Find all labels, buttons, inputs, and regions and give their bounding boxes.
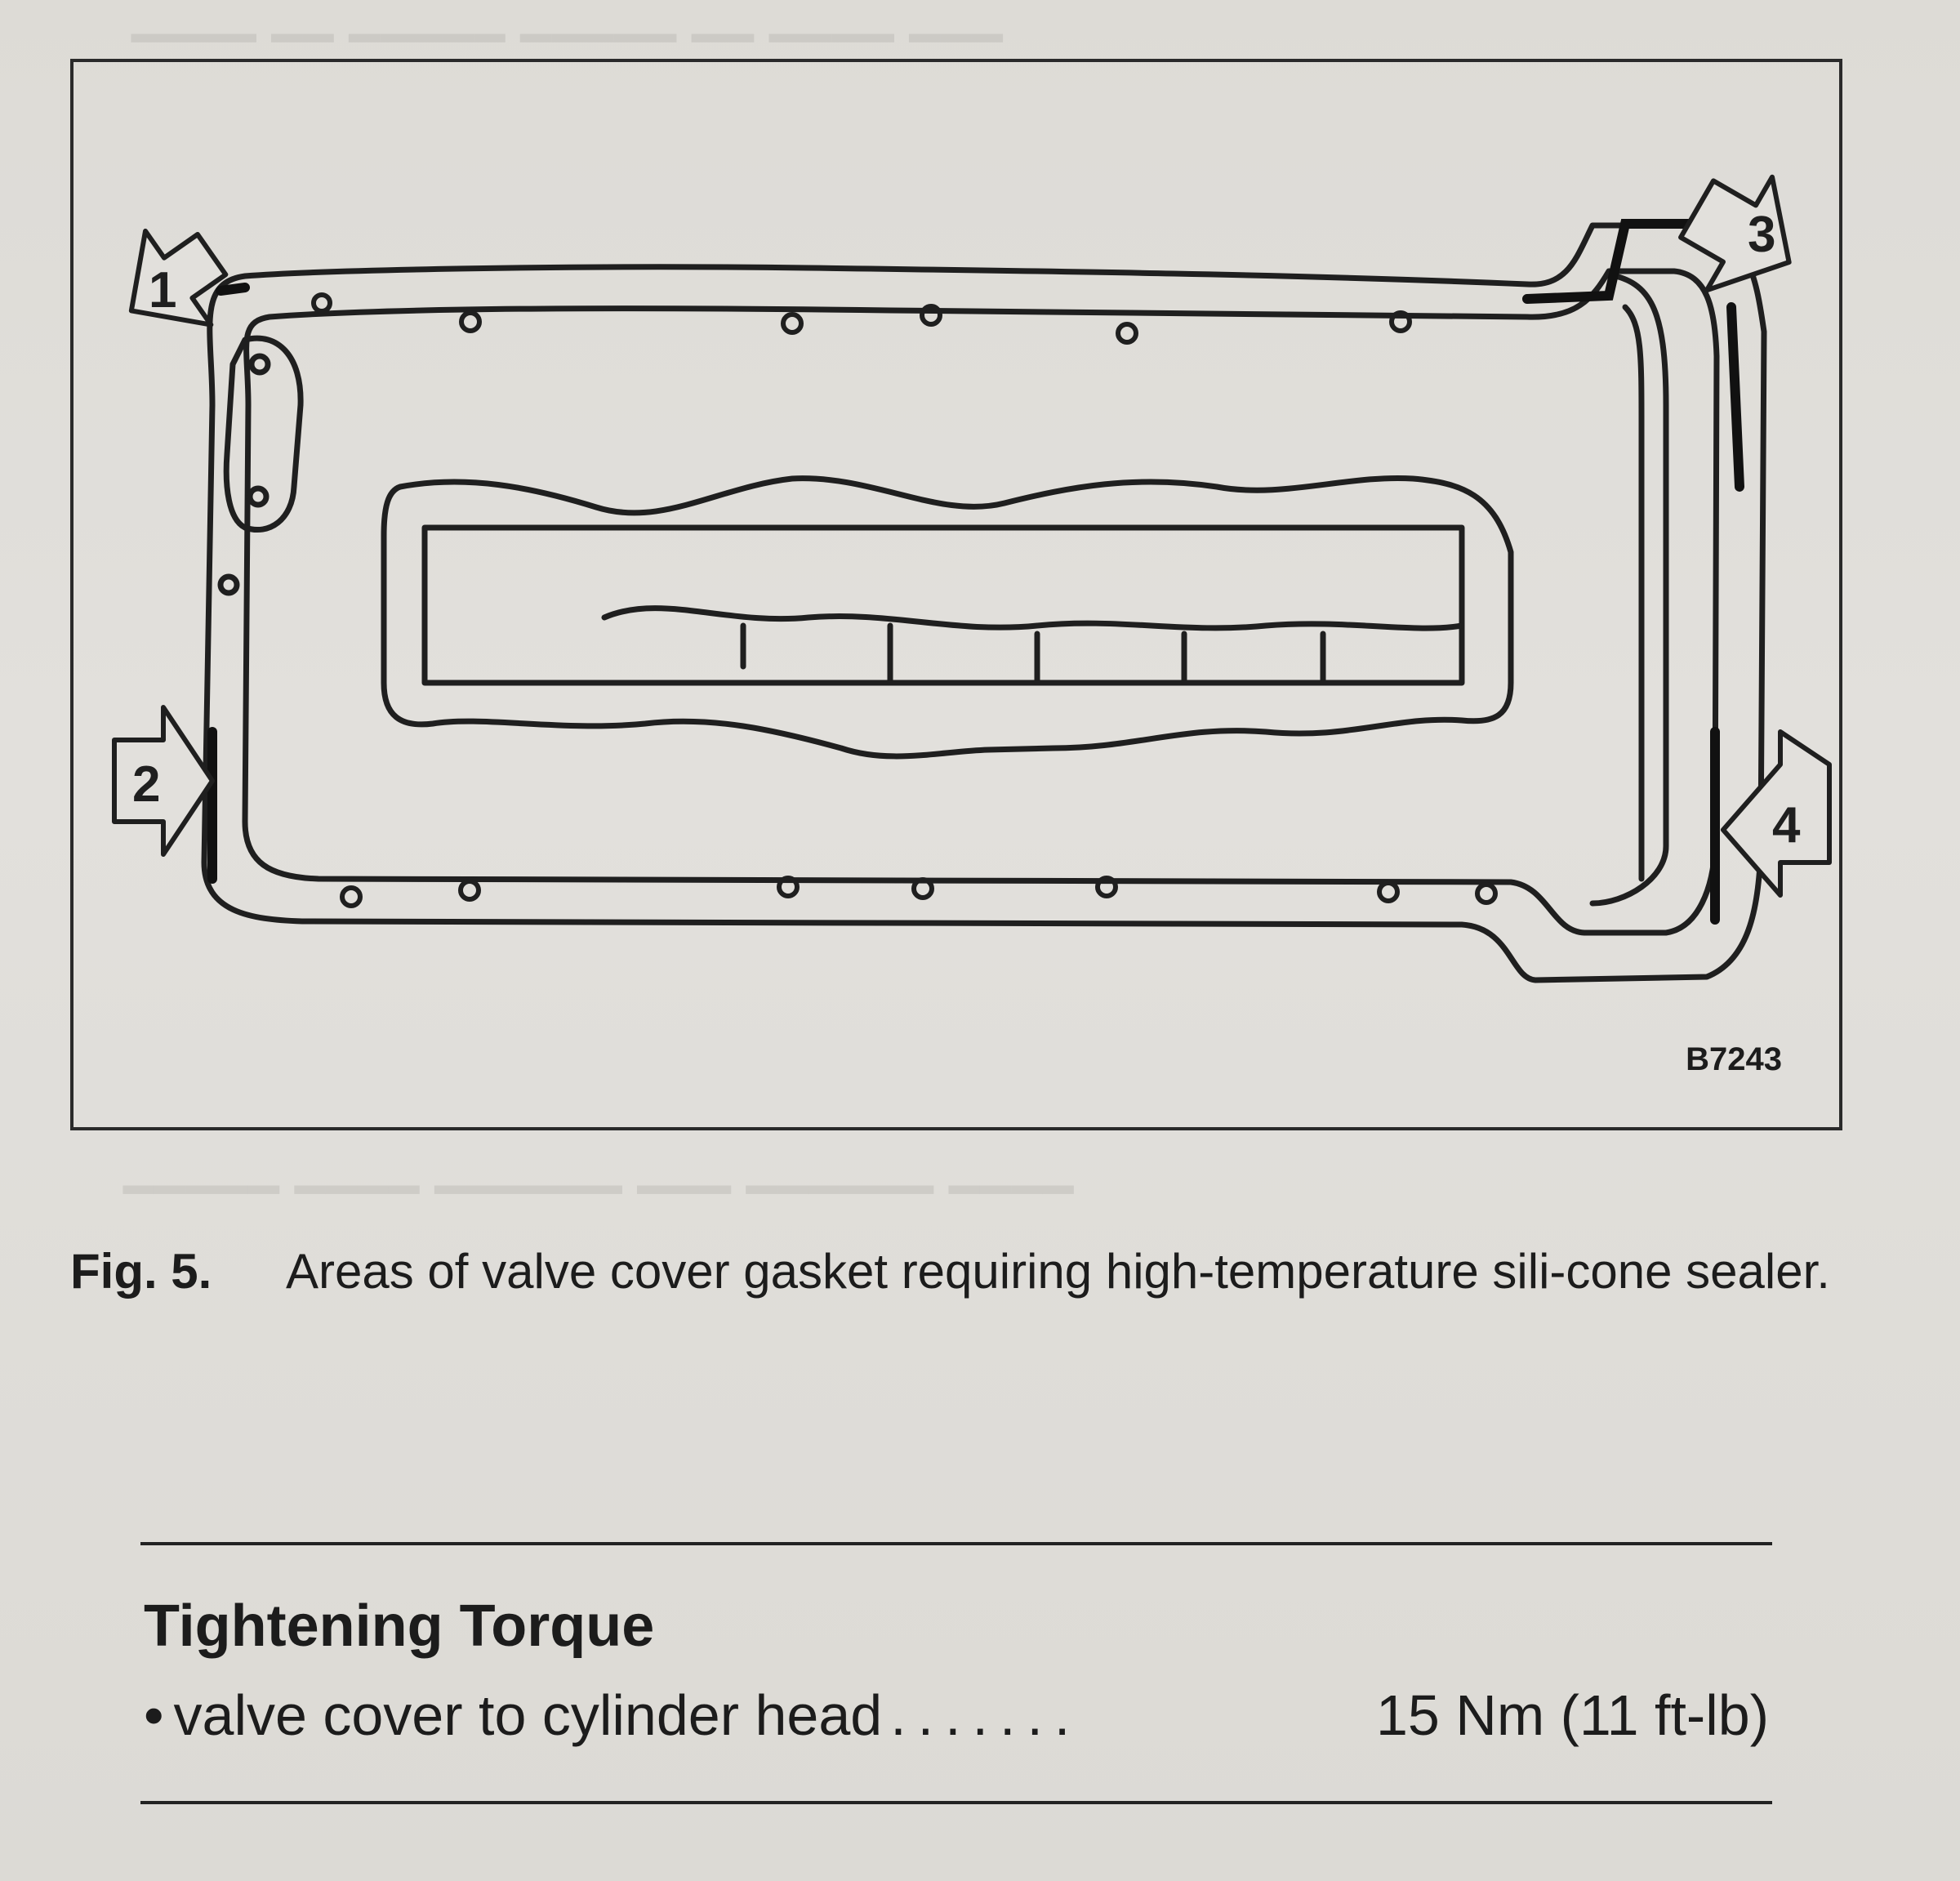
torque-spec-row: • valve cover to cylinder head ....... 1…	[144, 1683, 1769, 1748]
bleed-through-text: ━━━━ ━━━━━━ ━━━ ━━━━━━ ━━━━ ━━━━━	[122, 1162, 1074, 1219]
section-heading: Tightening Torque	[144, 1594, 655, 1659]
bolt-holes-bottom	[340, 876, 1498, 908]
caption-text: Areas of valve cover gasket requiring hi…	[286, 1244, 1830, 1299]
callout-arrow-2	[112, 705, 215, 857]
callout-label-3: 3	[1748, 207, 1775, 263]
sealer-areas	[207, 219, 1744, 925]
baffle-outline	[381, 475, 1514, 760]
gasket-inner-outline	[242, 268, 1720, 936]
gasket-outer-outline	[201, 222, 1767, 983]
camshaft-end-channel	[1589, 271, 1669, 907]
section-rule-top	[140, 1542, 1772, 1545]
callout-label-4: 4	[1772, 797, 1801, 854]
figure-id: B7243	[1686, 1041, 1782, 1077]
callout-label-2: 2	[132, 756, 160, 813]
section-rule-bottom	[140, 1801, 1772, 1804]
caption-label: Fig. 5.	[70, 1244, 212, 1299]
valve-cover-gasket-diagram: 1 2 3 4	[112, 174, 1832, 983]
left-end-plug	[223, 335, 304, 533]
dot-leader: .......	[890, 1683, 1082, 1747]
figure-frame: 1 2 3 4 B7243	[70, 59, 1842, 1130]
callout-arrow-4	[1721, 729, 1832, 898]
baffle-inner	[421, 524, 1465, 686]
baffle-ribs	[601, 605, 1465, 631]
torque-item-label: valve cover to cylinder head	[173, 1683, 883, 1747]
bullet: •	[144, 1683, 164, 1747]
callout-label-1: 1	[149, 262, 176, 319]
torque-value: 15 Nm (11 ft-lb)	[1375, 1683, 1769, 1747]
callout-arrow-1	[128, 228, 229, 328]
bolt-holes-top	[311, 292, 1412, 345]
callout-arrow-3	[1678, 174, 1792, 293]
